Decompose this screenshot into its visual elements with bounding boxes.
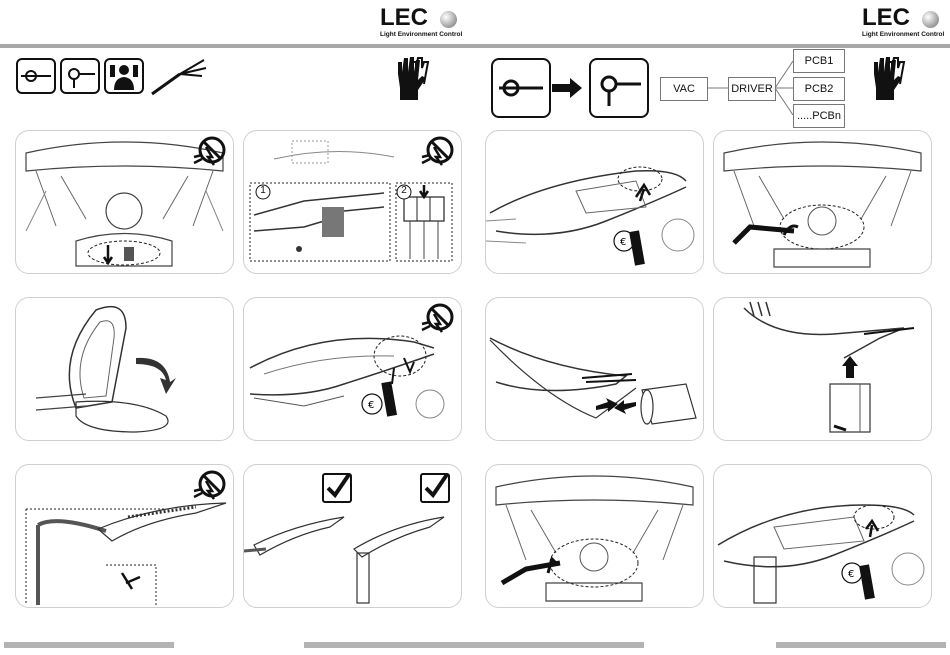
step-panel-allen-tighten <box>485 464 704 608</box>
electrician-icon <box>104 58 144 94</box>
flow-pcbn: .....PCBn <box>793 104 845 128</box>
step-panel-pole-mount <box>15 464 234 608</box>
footer-bar-center <box>304 642 644 648</box>
checked-box-icon <box>420 473 450 503</box>
brand-name: LEC <box>862 6 910 30</box>
arrow-right-icon <box>552 78 582 98</box>
no-power-icon <box>420 135 454 167</box>
flow-pcb2: PCB2 <box>793 77 845 101</box>
connector-symbol-icon <box>491 58 551 118</box>
brand-logo-left: LEC Light Environment Control <box>380 6 466 42</box>
flow-driver: DRIVER <box>728 77 776 101</box>
connector-symbol-icon <box>16 58 56 94</box>
step-panel-terminal-detail: 1 2 <box>243 130 462 274</box>
step-panel-mount-options <box>243 464 462 608</box>
step-panel-open-cover <box>15 297 234 441</box>
brand-name: LEC <box>380 6 428 30</box>
no-power-icon <box>192 135 226 167</box>
step-panel-insert-sleeve <box>485 297 704 441</box>
logo-sphere-icon <box>922 11 939 28</box>
footer-bar-left <box>4 642 174 648</box>
cable-icon <box>150 56 208 96</box>
connector-open-symbol-icon <box>60 58 100 94</box>
step-panel-screwdriver-close: € <box>713 464 932 608</box>
step-panel-allen-key <box>713 130 932 274</box>
step-panel-screwdriver: € <box>243 297 462 441</box>
step-panel-screwdriver-open: € <box>485 130 704 274</box>
no-power-icon <box>192 469 226 501</box>
footer-bar-right <box>776 642 946 648</box>
flow-pcb1: PCB1 <box>793 49 845 73</box>
brand-tagline: Light Environment Control <box>862 31 944 38</box>
callout-2: 2 <box>399 185 409 196</box>
svg-text:€: € <box>620 237 626 248</box>
gloves-icon <box>868 54 908 102</box>
svg-text:€: € <box>368 400 374 411</box>
step-panel-disconnect-terminal <box>15 130 234 274</box>
connector-open-symbol-icon <box>589 58 649 118</box>
gloves-icon <box>392 54 432 102</box>
checked-box-icon <box>322 473 352 503</box>
brand-tagline: Light Environment Control <box>380 31 462 38</box>
callout-1: 1 <box>258 185 268 196</box>
brand-logo-right: LEC Light Environment Control <box>862 6 948 42</box>
flow-vac: VAC <box>660 77 708 101</box>
no-power-icon <box>420 302 454 334</box>
step-panel-sleeve-up <box>713 297 932 441</box>
svg-text:€: € <box>848 569 854 580</box>
logo-sphere-icon <box>440 11 457 28</box>
